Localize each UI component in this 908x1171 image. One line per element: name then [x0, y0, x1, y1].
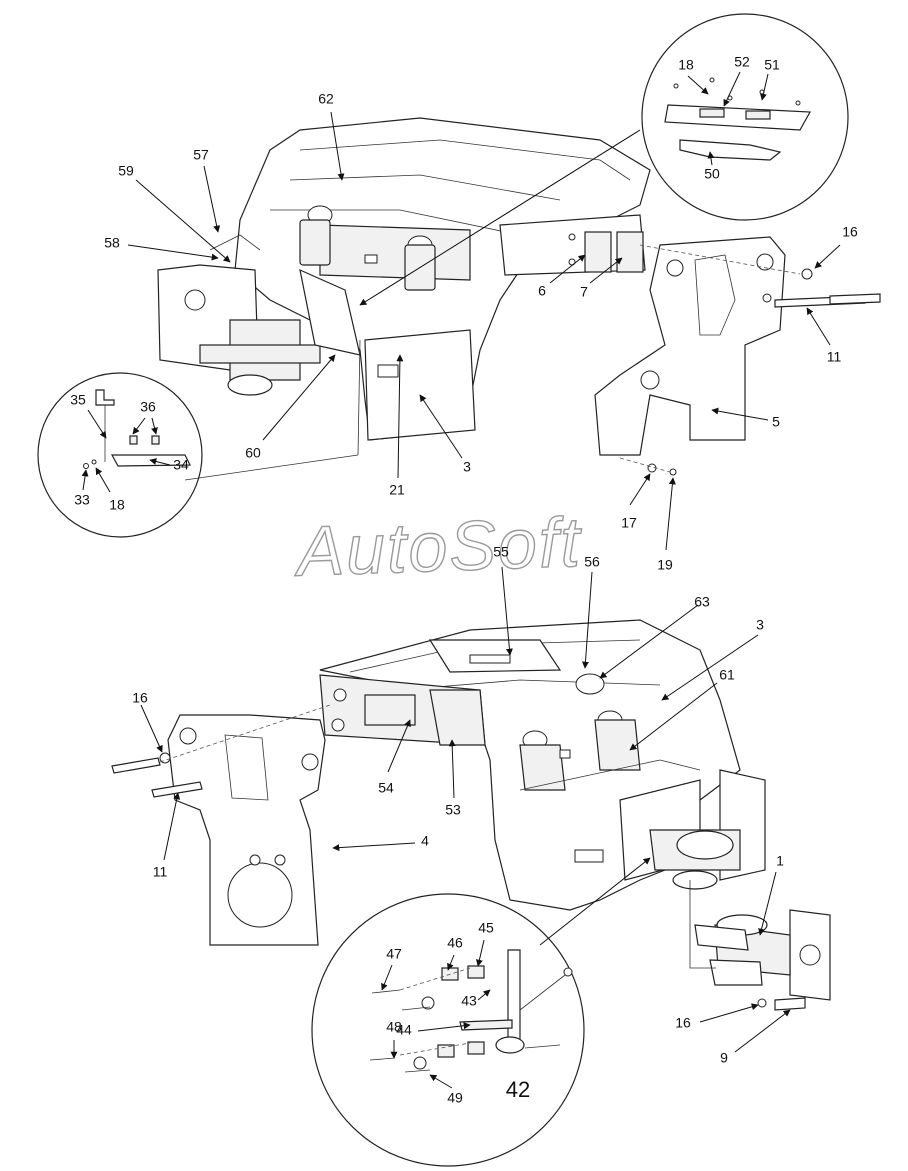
detail-circle-bottom	[311, 893, 585, 1167]
callout-57: 57	[193, 147, 209, 163]
callout-62: 62	[318, 91, 334, 107]
callout-47: 47	[386, 946, 402, 962]
callout-labels: 62 57 59 58 6 7 16 11 5 60 21 3 17 19 35…	[70, 54, 858, 1106]
callout-61: 61	[719, 667, 735, 683]
callout-16-lower-left: 16	[132, 690, 148, 706]
callout-59: 59	[118, 163, 134, 179]
callout-1: 1	[776, 853, 784, 869]
detail-circle-top	[641, 13, 849, 221]
bolts-lower-left	[111, 704, 331, 798]
callout-18-top: 18	[678, 57, 694, 73]
callout-3-lower: 3	[756, 617, 764, 633]
callout-11: 11	[827, 349, 842, 365]
part-1-assembly	[689, 880, 831, 1011]
callout-17: 17	[621, 515, 637, 531]
lower-frame-assembly	[319, 619, 766, 911]
callout-48: 48	[386, 1019, 402, 1035]
callout-5: 5	[772, 414, 780, 430]
watermark: AutoSoft	[292, 503, 584, 591]
callout-63: 63	[694, 594, 710, 610]
callout-56: 56	[584, 554, 600, 570]
callout-34: 34	[173, 457, 189, 473]
callout-19: 19	[657, 557, 673, 573]
callout-21: 21	[389, 482, 405, 498]
callout-11-lower: 11	[153, 864, 168, 880]
callout-35: 35	[70, 392, 86, 408]
callout-18-left: 18	[109, 497, 125, 513]
callout-54: 54	[378, 780, 394, 796]
callout-16: 16	[842, 224, 858, 240]
callout-36: 36	[140, 399, 156, 415]
upper-frame-assembly	[157, 117, 651, 441]
callout-50: 50	[704, 166, 720, 182]
detail-label-42: 42	[506, 1077, 530, 1102]
callout-51: 51	[764, 57, 780, 73]
callout-4: 4	[421, 833, 429, 849]
plate-5	[594, 236, 786, 456]
callout-53: 53	[445, 802, 461, 818]
callout-49: 49	[447, 1090, 463, 1106]
callout-16-lower-right: 16	[675, 1015, 691, 1031]
callout-58: 58	[104, 235, 120, 251]
callout-6: 6	[538, 283, 546, 299]
callout-60: 60	[245, 445, 261, 461]
callout-43: 43	[461, 993, 477, 1009]
callout-3: 3	[463, 459, 471, 475]
plate-4	[167, 714, 326, 946]
callout-46: 46	[447, 935, 463, 951]
leader-lines	[81, 71, 841, 1089]
callout-45: 45	[478, 920, 494, 936]
callout-52: 52	[734, 54, 750, 70]
callout-7: 7	[580, 284, 588, 300]
callout-9: 9	[720, 1050, 728, 1066]
bolts-upper	[619, 244, 881, 476]
callout-33: 33	[74, 492, 90, 508]
callout-44: 44	[396, 1022, 412, 1038]
callout-55: 55	[493, 544, 509, 560]
